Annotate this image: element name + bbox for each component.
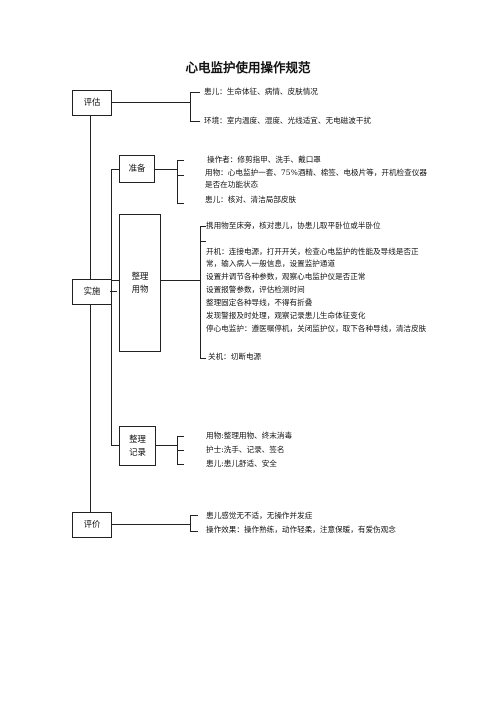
organize-record-link: [111, 445, 119, 446]
assess-tick: [190, 515, 198, 516]
organize-item: 发现警报及时处理，观察记录患儿生命体征变化: [206, 311, 366, 320]
spine-connector: [90, 115, 91, 520]
organize-items-tick: [200, 226, 206, 227]
organize-items-tick: [200, 241, 206, 242]
evaluate-tick: [190, 92, 200, 93]
organize-item: 整理固定各种导线，不得有折叠: [206, 298, 313, 307]
assess-bracket: [190, 515, 191, 531]
organize-record-tick: [177, 436, 184, 437]
implement-subspine: [111, 169, 112, 445]
prepare-tick: [177, 175, 184, 176]
organize-item: 设置并调节各种参数，观察心电监护仪是否正常: [206, 272, 366, 281]
evaluate-branch: [111, 102, 190, 103]
prepare-branch: [154, 169, 177, 170]
record-item: 用物:整理用物、终末消毒: [206, 431, 293, 440]
node-implement: 实施: [72, 279, 112, 305]
organize-item: 停心电监护：遵医嘱停机，关闭监护仪，取下各种导线，清洁皮肤: [206, 324, 427, 333]
organize-item: 携用物至床旁，核对患儿，协患儿取平卧位或半卧位: [206, 221, 381, 230]
page-title: 心电监护使用操作规范: [185, 60, 311, 75]
prepare-item: 患儿：核对、清洁局部皮肤: [205, 195, 297, 204]
node-organize-items: 整理 用物: [119, 214, 161, 352]
organize-items-branch: [160, 280, 200, 281]
organize-record-tick: [177, 464, 184, 465]
evaluate-item: 环境：室内温度、湿度、光线适宜、无电磁波干扰: [204, 116, 372, 125]
prepare-link: [111, 169, 119, 170]
organize-item: 关机：切断电源: [208, 352, 262, 361]
assess-branch: [111, 524, 190, 525]
organize-record-branch: [155, 445, 177, 446]
organize-record-tick: [177, 450, 184, 451]
record-item: 患儿:患儿舒适、安全: [206, 459, 277, 468]
node-assess: 评价: [72, 512, 112, 538]
organize-item: 设置报警参数，评估检测时间: [206, 285, 305, 294]
evaluate-item: 患儿：生命体征、病情、皮肤情况: [204, 87, 318, 96]
organize-items-bracket: [200, 226, 201, 358]
organize-item: 开机：连接电源，打开开关，检查心电监护的性能及导线是否正常，输入病人一般信息，设…: [206, 247, 419, 269]
assess-item: 患儿感觉无不适，无操作并发症: [206, 511, 313, 520]
prepare-item: 操作者：修剪指甲、洗手、戴口罩: [207, 155, 321, 164]
assess-tick: [190, 531, 198, 532]
assess-item: 操作效果：操作熟练，动作轻柔，注意保暖，有爱伤观念: [206, 525, 396, 534]
organize-items-link: [111, 280, 119, 281]
prepare-item: 用物：心电监护一套、75%酒精、棉签、电极片等，开机检查仪器是否在功能状态: [205, 168, 427, 190]
prepare-tick: [177, 160, 184, 161]
record-item: 护士:洗手、记录、签名: [206, 445, 285, 454]
node-organize-record: 整理 记录: [119, 426, 156, 466]
node-prepare: 准备: [119, 155, 155, 183]
organize-items-tick: [200, 358, 206, 359]
prepare-bracket: [177, 160, 178, 203]
evaluate-bracket: [190, 92, 191, 121]
implement-link: [110, 291, 117, 292]
evaluate-tick: [190, 121, 200, 122]
prepare-tick: [177, 203, 184, 204]
node-evaluate: 评估: [72, 90, 112, 116]
